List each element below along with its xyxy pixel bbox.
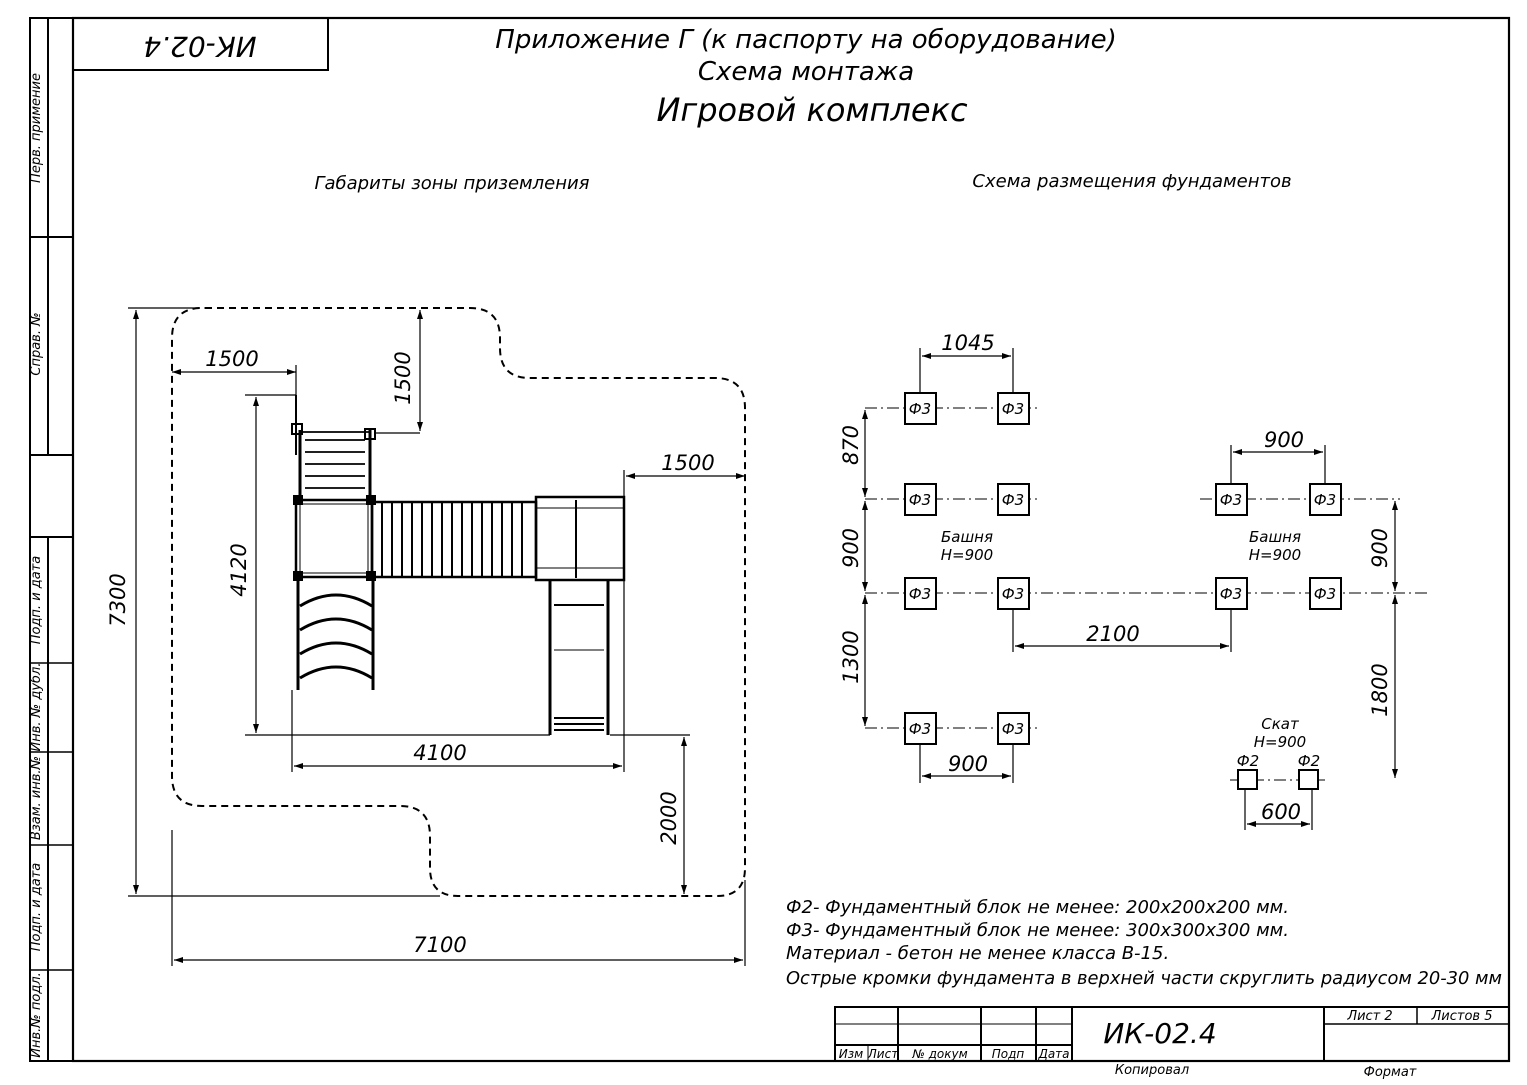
note-line: Ф2- Фундаментный блок не менее: 200х200х… (786, 897, 1289, 918)
label-podp-data-2: Подп. и дата (29, 863, 44, 952)
block-label: Ф3 (1002, 491, 1024, 509)
block-label: Ф3 (909, 585, 931, 603)
foundation-block-f3 (1215, 577, 1248, 610)
play-complex-plan (291, 395, 626, 735)
header-line-2: Схема монтажа (698, 57, 914, 87)
dim-2000: 2000 (657, 791, 681, 844)
tb-col-list: Лист (867, 1047, 899, 1061)
foundation-block-f3 (997, 577, 1030, 610)
foundation-block-f3 (904, 577, 937, 610)
block-label: Ф3 (1002, 720, 1024, 738)
title-block (834, 1006, 1510, 1062)
block-label: Ф3 (909, 491, 931, 509)
dim-1500-top: 1500 (391, 351, 415, 404)
block-label: Ф3 (909, 720, 931, 738)
slide-height: H=900 (1254, 733, 1306, 751)
block-label: Ф2 (1237, 752, 1259, 770)
tower-left-height: H=900 (941, 546, 993, 564)
label-sprav-no: Справ. № (29, 312, 44, 375)
tb-sheet: Лист 2 (1346, 1009, 1392, 1024)
foundation-block-f3 (904, 392, 937, 425)
dim-4100: 4100 (413, 741, 466, 765)
tb-col-izm: Изм (839, 1047, 863, 1061)
foundation-layout-drawing: Ф3 Ф3 Ф3 Ф3 Ф3 Ф3 Ф3 Ф3 Ф3 Ф3 Ф3 Ф3 Ф2 Ф… (839, 331, 1430, 830)
block-label: Ф2 (1298, 752, 1320, 770)
label-inv-dubl: Инв. № дубл. (29, 663, 44, 752)
block-label: Ф3 (1002, 585, 1024, 603)
slide-label: Скат (1261, 715, 1300, 733)
left-margin-strip (29, 17, 74, 1062)
label-perv-primenenie: Перв. примение (29, 73, 44, 183)
tower-left-label: Башня (941, 528, 993, 546)
foundation-block-f3 (997, 712, 1030, 745)
dim-7100: 7100 (413, 933, 466, 957)
foundation-block-f3 (1215, 483, 1248, 516)
label-vzam-inv: Взам. инв.№ (29, 756, 44, 840)
note-line: Острые кромки фундамента в верхней части… (786, 968, 1502, 989)
dim-4120: 4120 (227, 543, 251, 596)
foundation-block-f3 (997, 483, 1030, 516)
dim-870: 870 (839, 425, 863, 465)
tb-col-data: Дата (1037, 1047, 1069, 1061)
dim-1500-right: 1500 (661, 451, 714, 475)
label-inv-podl: Инв.№ подл. (29, 972, 44, 1058)
header-line-1: Приложение Г (к паспорту на оборудование… (495, 25, 1116, 55)
dim-1800: 1800 (1368, 663, 1392, 716)
dim-2100: 2100 (1086, 622, 1139, 646)
tb-code: ИК-02.4 (1103, 1017, 1216, 1050)
foundation-block-f3 (1309, 483, 1342, 516)
block-label: Ф3 (1220, 491, 1242, 509)
note-line: Ф3- Фундаментный блок не менее: 300х300х… (786, 920, 1289, 941)
block-label: Ф3 (1002, 400, 1024, 418)
note-line: Материал - бетон не менее класса В-15. (786, 943, 1169, 964)
foundation-block-f3 (904, 712, 937, 745)
notes: Ф2- Фундаментный блок не менее: 200х200х… (786, 897, 1502, 989)
dim-900-right-top: 900 (1264, 428, 1304, 452)
left-section-title: Габариты зоны приземления (314, 173, 589, 194)
header-line-3: Игровой комплекс (656, 91, 967, 129)
landing-zone-outline (171, 307, 746, 897)
dim-1500-left: 1500 (205, 347, 258, 371)
landing-zone-drawing: 7300 7100 4120 4100 1500 1500 1500 2000 (106, 307, 746, 966)
dim-1045: 1045 (941, 331, 994, 355)
foundation-block-f3 (904, 483, 937, 516)
label-podp-data-1: Подп. и дата (29, 556, 44, 645)
tb-col-podp: Подп (992, 1047, 1025, 1061)
dim-600: 600 (1261, 800, 1301, 824)
block-label: Ф3 (1220, 585, 1242, 603)
dim-7300: 7300 (106, 573, 130, 626)
code-box-top (72, 17, 329, 71)
tb-col-dokum: № докум (911, 1047, 967, 1061)
code-rotated: ИК-02.4 (143, 30, 256, 63)
dim-900-left: 900 (839, 528, 863, 568)
dim-900-right-side: 900 (1368, 528, 1392, 568)
tb-format: Формат (1364, 1065, 1417, 1080)
block-label: Ф3 (1314, 585, 1336, 603)
block-label: Ф3 (909, 400, 931, 418)
right-section-title: Схема размещения фундаментов (972, 171, 1291, 192)
dim-1300: 1300 (839, 630, 863, 683)
foundation-block-f3 (997, 392, 1030, 425)
tb-copied: Копировал (1115, 1063, 1189, 1078)
tb-sheets: Листов 5 (1431, 1009, 1493, 1024)
dim-900-bottom: 900 (948, 752, 988, 776)
foundation-block-f2 (1237, 769, 1258, 790)
tower-right-label: Башня (1249, 528, 1301, 546)
foundation-block-f3 (1309, 577, 1342, 610)
tower-right-height: H=900 (1249, 546, 1301, 564)
block-label: Ф3 (1314, 491, 1336, 509)
foundation-block-f2 (1298, 769, 1319, 790)
